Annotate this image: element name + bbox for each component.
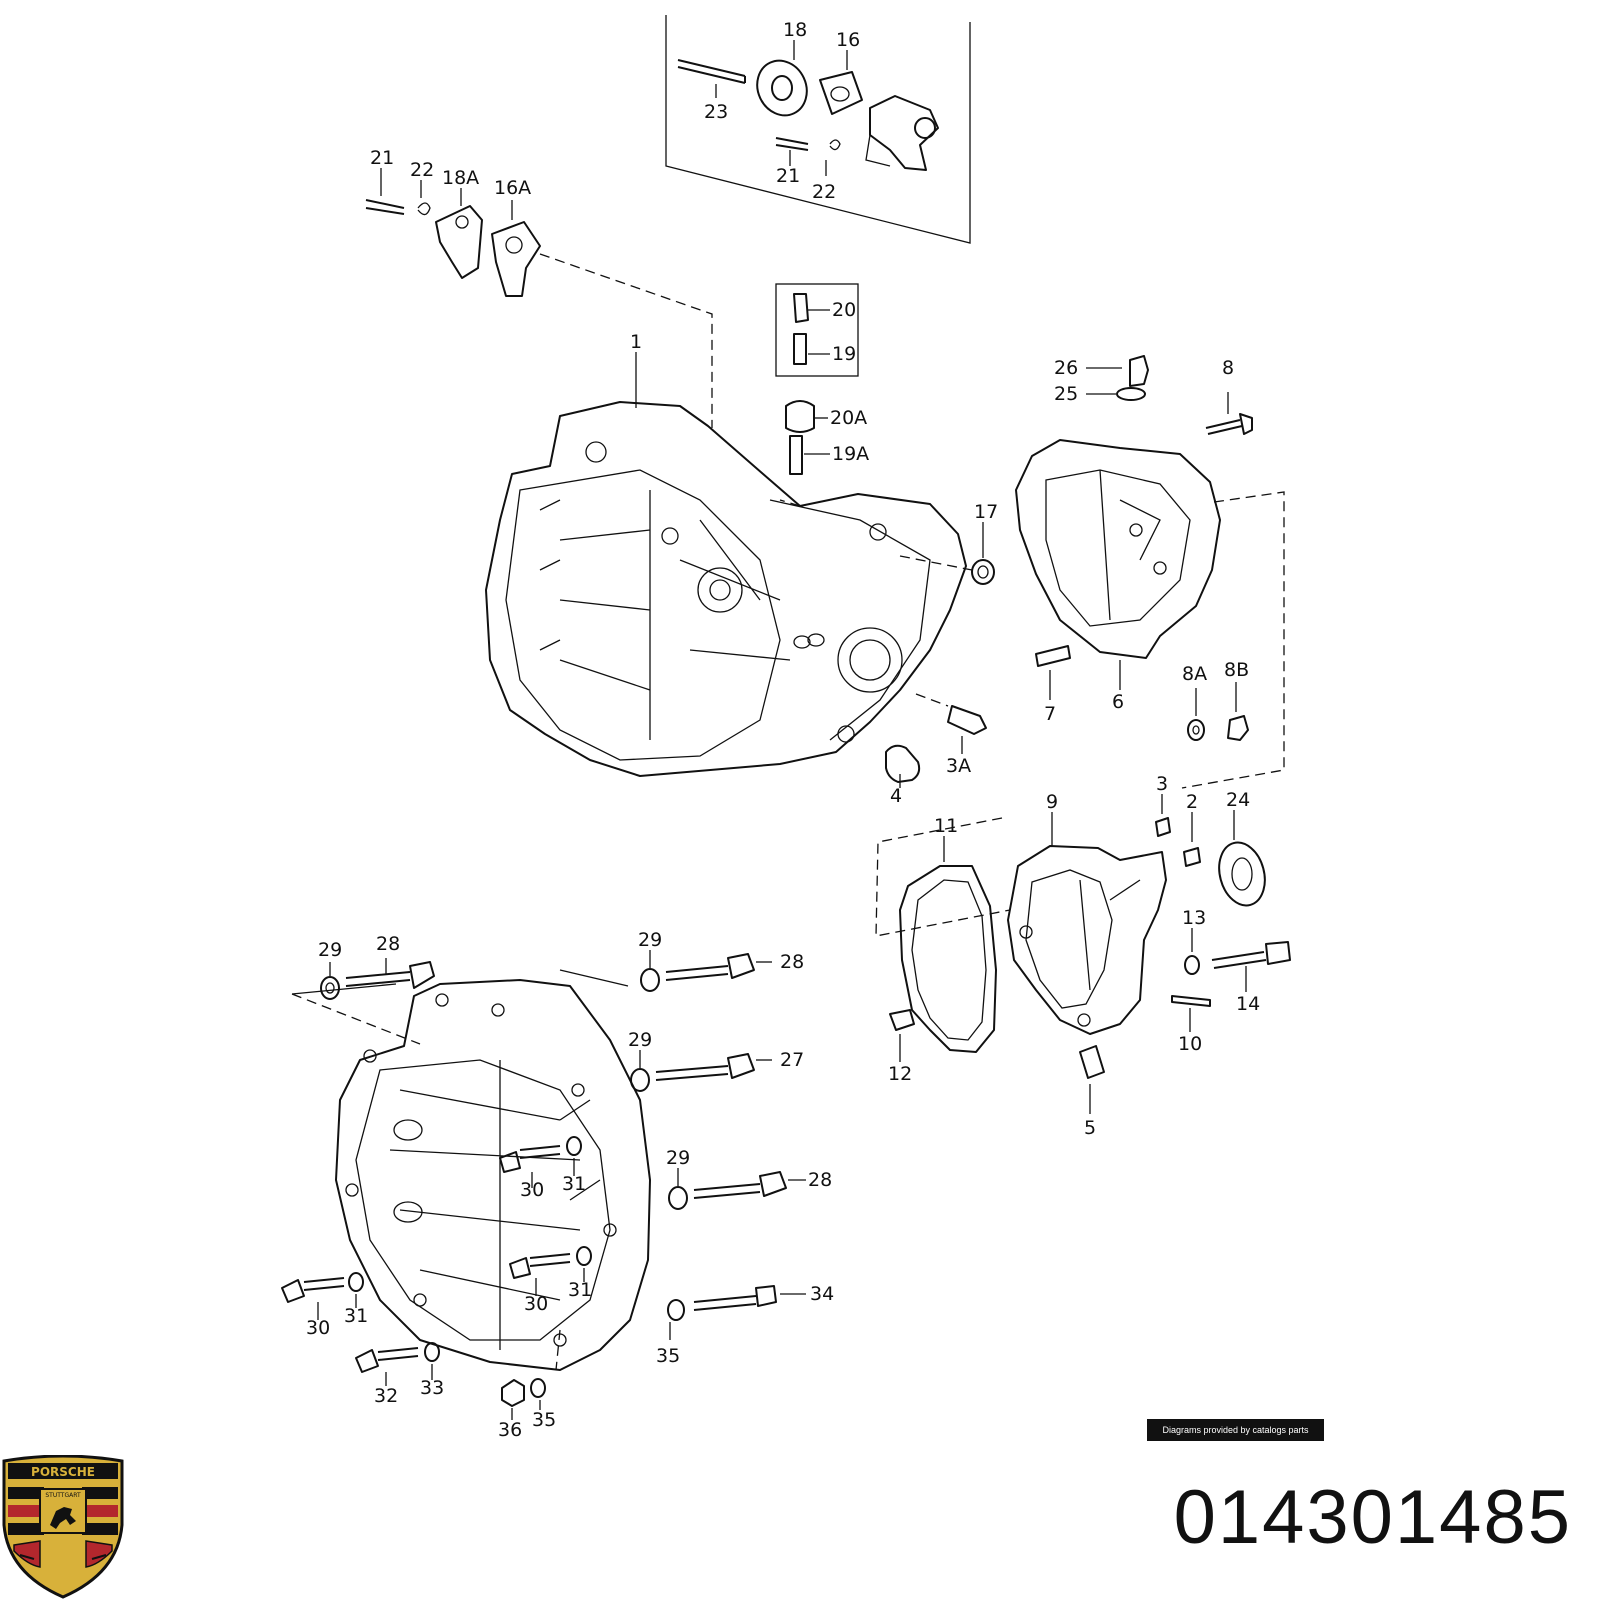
callout-2: 2 [1186,791,1198,813]
transmission-case [485,352,967,777]
svg-text:STUTTGART: STUTTGART [45,1492,81,1499]
callout-labels: 18 16 23 21 22 21 22 18A 16A 20 19 1 20A… [306,19,1260,1441]
callout-13: 13 [1182,907,1206,929]
callout-5: 5 [1084,1117,1096,1139]
callout-7: 7 [1044,703,1056,725]
cover-plates-group [365,168,713,428]
callout-8b: 8B [1224,659,1249,681]
callout-9: 9 [1046,791,1058,813]
callout-16: 16 [836,29,860,51]
callout-29-b: 29 [638,929,662,951]
case-small-parts [885,522,995,788]
callout-11: 11 [934,815,958,837]
callout-30-b: 30 [524,1293,548,1315]
plugs-8 [1187,682,1249,741]
callout-31-c: 31 [344,1305,368,1327]
callout-34: 34 [810,1283,834,1305]
callout-21-inset: 21 [776,165,800,187]
inset-box [665,15,971,244]
bell-housing [291,969,651,1371]
callout-22: 22 [410,159,434,181]
callout-20a: 20A [830,407,867,429]
callout-35-b: 35 [532,1409,556,1431]
callout-18: 18 [783,19,807,41]
callout-22-inset: 22 [812,181,836,203]
callout-8: 8 [1222,357,1234,379]
callout-10: 10 [1178,1033,1202,1055]
callout-19a: 19A [832,443,869,465]
part-number: 014301485 [1173,1475,1572,1560]
callout-23: 23 [704,101,728,123]
porsche-crest-logo: PORSCHE STUTTGART [2,1455,124,1599]
callout-18a: 18A [442,167,479,189]
callout-29-c: 29 [628,1029,652,1051]
callout-3a: 3A [946,755,971,777]
callout-6: 6 [1112,691,1124,713]
side-cover-group [875,794,1291,1114]
callout-21: 21 [370,147,394,169]
callout-14: 14 [1236,993,1260,1015]
callout-26: 26 [1054,357,1078,379]
callout-17: 17 [974,501,998,523]
callout-27: 27 [780,1049,804,1071]
callout-31-a: 31 [562,1173,586,1195]
svg-text:PORSCHE: PORSCHE [31,1465,95,1479]
callout-36: 36 [498,1419,522,1441]
callout-12: 12 [888,1063,912,1085]
callout-33: 33 [420,1377,444,1399]
callout-29-d: 29 [666,1147,690,1169]
callout-30-a: 30 [520,1179,544,1201]
callout-8a: 8A [1182,663,1207,685]
bell-housing-fasteners [281,950,806,1420]
rear-housing [1015,355,1285,789]
pin-box [775,283,859,475]
callout-28-b: 28 [780,951,804,973]
callout-19: 19 [832,343,856,365]
callout-28-c: 28 [808,1169,832,1191]
callout-35-a: 35 [656,1345,680,1367]
callout-1: 1 [630,331,642,353]
callout-31-b: 31 [568,1279,592,1301]
callout-20: 20 [832,299,856,321]
callout-32: 32 [374,1385,398,1407]
callout-30-c: 30 [306,1317,330,1339]
callout-16a: 16A [494,177,531,199]
callout-25: 25 [1054,383,1078,405]
callout-28-a: 28 [376,933,400,955]
callout-29-a: 29 [318,939,342,961]
callout-4: 4 [890,785,902,807]
callout-24: 24 [1226,789,1250,811]
callout-3: 3 [1156,773,1168,795]
diagram-credit-badge: Diagrams provided by catalogs parts [1147,1419,1324,1441]
